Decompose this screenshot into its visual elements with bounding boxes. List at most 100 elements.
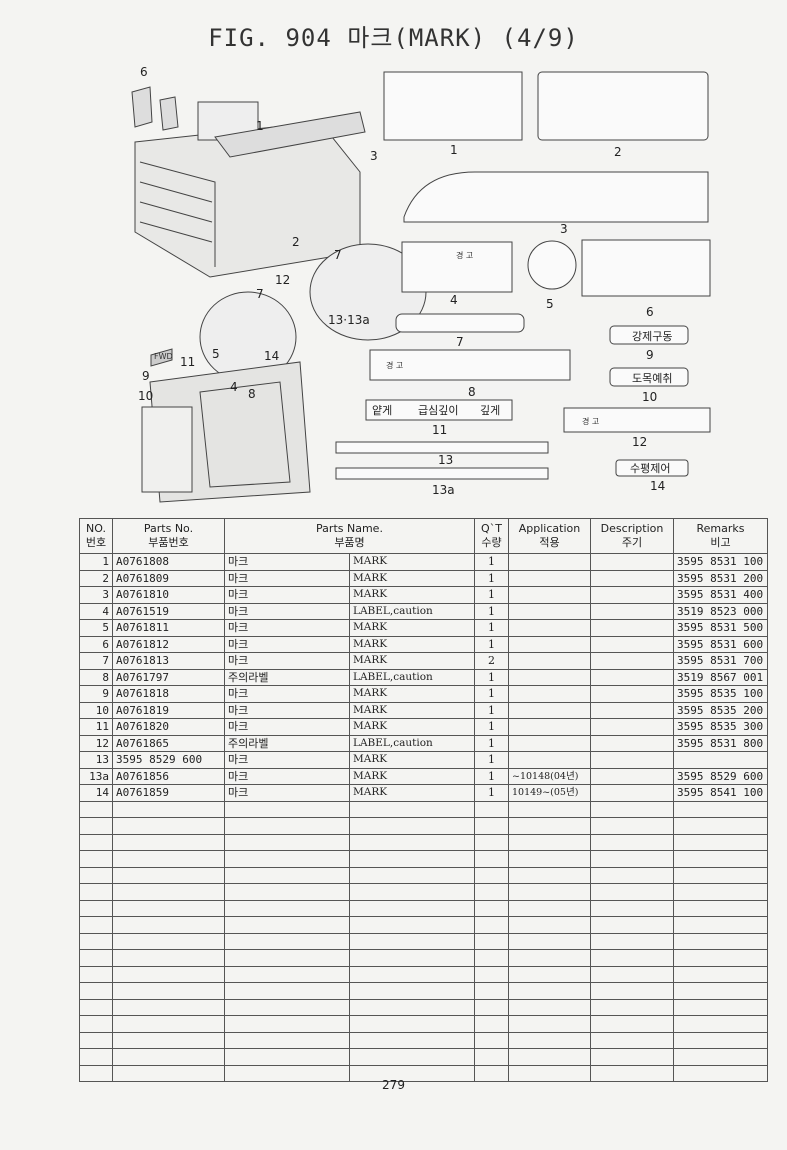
- cell-no: 4: [79, 602, 113, 620]
- empty-cell: [224, 817, 350, 835]
- cell-en: MARK: [349, 586, 475, 604]
- empty-cell: [79, 998, 113, 1016]
- empty-cell: [79, 833, 113, 851]
- cell-app: [508, 701, 591, 719]
- callout-7: 7: [334, 248, 342, 262]
- empty-table-row: [79, 1031, 768, 1049]
- empty-cell: [673, 982, 768, 1000]
- empty-cell: [673, 965, 768, 983]
- empty-cell: [79, 1031, 113, 1049]
- cell-rem: 3595 8531 800: [673, 734, 768, 752]
- callout-11: 11: [180, 355, 195, 369]
- empty-cell: [349, 883, 475, 901]
- cell-no: 14: [79, 784, 113, 802]
- empty-cell: [508, 833, 591, 851]
- callout-5: 5: [212, 347, 220, 361]
- cell-no: 12: [79, 734, 113, 752]
- cell-kr: 마크: [224, 784, 350, 802]
- cell-no: 9: [79, 685, 113, 703]
- cell-kr: 주의라벨: [224, 734, 350, 752]
- cell-desc: [590, 767, 674, 785]
- cell-desc: [590, 685, 674, 703]
- empty-cell: [112, 982, 225, 1000]
- parts-illustration: 6 1 3 2 12 7 13·13a 7 5 14 11 9 10 4 8 F…: [120, 62, 720, 512]
- cell-qty: 1: [474, 553, 509, 571]
- empty-cell: [508, 866, 591, 884]
- empty-cell: [673, 1031, 768, 1049]
- empty-table-row: [79, 850, 768, 868]
- cell-kr: 마크: [224, 751, 350, 769]
- empty-cell: [590, 982, 674, 1000]
- cell-part: A0761865: [112, 734, 225, 752]
- empty-cell: [349, 899, 475, 917]
- empty-cell: [673, 932, 768, 950]
- label-no-3: 3: [560, 222, 568, 236]
- empty-cell: [349, 949, 475, 967]
- empty-table-row: [79, 982, 768, 1000]
- empty-cell: [79, 850, 113, 868]
- empty-cell: [224, 982, 350, 1000]
- empty-table-row: [79, 883, 768, 901]
- empty-cell: [474, 1031, 509, 1049]
- label-drawings: [335, 71, 711, 480]
- cell-qty: 2: [474, 652, 509, 670]
- cell-en: MARK: [349, 569, 475, 587]
- empty-cell: [224, 1031, 350, 1049]
- cell-app: [508, 586, 591, 604]
- machine-drawing: [131, 86, 427, 503]
- cell-qty: 1: [474, 751, 509, 769]
- cell-kr: 마크: [224, 652, 350, 670]
- empty-cell: [474, 800, 509, 818]
- label-no-10: 10: [642, 390, 657, 404]
- cell-no: 6: [79, 635, 113, 653]
- empty-cell: [224, 800, 350, 818]
- cell-app: [508, 619, 591, 637]
- cell-app: [508, 602, 591, 620]
- cell-part: A0761797: [112, 668, 225, 686]
- cell-qty: 1: [474, 718, 509, 736]
- cell-rem: 3519 8567 001: [673, 668, 768, 686]
- empty-cell: [474, 916, 509, 934]
- cell-kr: 마크: [224, 569, 350, 587]
- empty-cell: [224, 899, 350, 917]
- empty-cell: [112, 883, 225, 901]
- label-no-2: 2: [614, 145, 622, 159]
- empty-cell: [590, 850, 674, 868]
- empty-cell: [79, 982, 113, 1000]
- cell-no: 10: [79, 701, 113, 719]
- empty-cell: [112, 850, 225, 868]
- empty-table-row: [79, 800, 768, 818]
- empty-cell: [474, 998, 509, 1016]
- empty-cell: [112, 833, 225, 851]
- cell-qty: 1: [474, 784, 509, 802]
- empty-cell: [508, 965, 591, 983]
- cell-kr: 마크: [224, 718, 350, 736]
- empty-cell: [112, 932, 225, 950]
- empty-cell: [112, 1048, 225, 1066]
- callout-10: 10: [138, 389, 153, 403]
- label-no-8: 8: [468, 385, 476, 399]
- empty-cell: [474, 899, 509, 917]
- callout-8: 8: [248, 387, 256, 401]
- empty-cell: [79, 800, 113, 818]
- empty-cell: [508, 1031, 591, 1049]
- cell-part: A0761819: [112, 701, 225, 719]
- cell-no: 13a: [79, 767, 113, 785]
- cell-qty: 1: [474, 619, 509, 637]
- cell-en: MARK: [349, 751, 475, 769]
- cell-en: MARK: [349, 718, 475, 736]
- empty-cell: [508, 932, 591, 950]
- label-no-12: 12: [632, 435, 647, 449]
- empty-cell: [474, 1015, 509, 1033]
- cell-app: 10149~(05년): [508, 784, 591, 802]
- empty-cell: [673, 850, 768, 868]
